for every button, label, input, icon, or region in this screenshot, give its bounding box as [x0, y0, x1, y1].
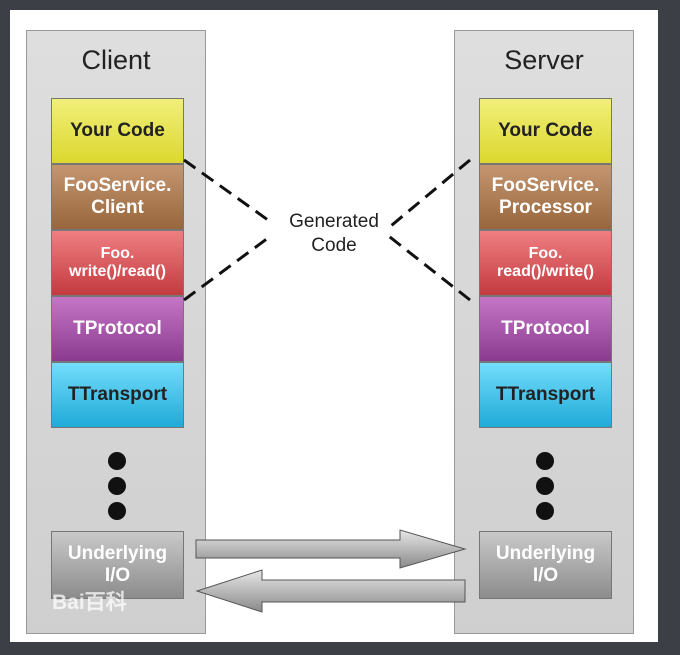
server-generated-dashed-line	[385, 232, 471, 302]
baidu-watermark: Bai百科	[52, 591, 127, 614]
server-transport-layer: TTransport	[479, 362, 612, 428]
client-transport-label: TTransport	[67, 384, 168, 406]
server-generated-dashed-line	[385, 158, 471, 232]
server-your-code-label: Your Code	[498, 120, 593, 142]
server-title: Server	[504, 45, 584, 75]
client-foo-label-2: write()/read()	[69, 263, 166, 280]
generated-code-line-2: Code	[311, 234, 357, 256]
ellipsis-dot	[108, 502, 126, 520]
client-protocol-label: TProtocol	[73, 318, 162, 340]
client-generated-dashed-line	[183, 236, 269, 302]
server-protocol-label: TProtocol	[501, 318, 590, 340]
server-foo-layer: Foo. read()/write()	[479, 230, 612, 296]
client-service-label-2: Client	[91, 197, 144, 218]
client-io-label-1: Underlying	[67, 543, 168, 565]
server-service-layer: FooService. Processor	[479, 164, 612, 230]
client-generated-dashed-line	[183, 158, 269, 222]
server-transport-label: TTransport	[495, 384, 596, 406]
client-service-layer: FooService. Client	[51, 164, 184, 230]
client-your-code-label: Your Code	[70, 120, 165, 142]
diagram-canvas: Client Your Code FooService. Client Foo.…	[10, 10, 658, 642]
server-your-code-layer: Your Code	[479, 98, 612, 164]
ellipsis-dot	[536, 477, 554, 495]
ellipsis-dot	[536, 502, 554, 520]
ellipsis-dot	[108, 452, 126, 470]
server-io-layer: Underlying I/O	[479, 531, 612, 599]
connector-layer	[183, 158, 471, 613]
client-title: Client	[81, 45, 151, 75]
client-io-label-2: I/O	[104, 565, 131, 586]
ellipsis-dot	[108, 477, 126, 495]
client-transport-layer: TTransport	[51, 362, 184, 428]
server-service-label-1: FooService.	[491, 175, 600, 197]
client-io-layer: Underlying I/O	[51, 531, 184, 599]
ellipsis-dot	[536, 452, 554, 470]
generated-code-line-1: Generated	[289, 211, 379, 232]
client-to-server-arrow	[195, 529, 467, 569]
server-foo-label-2: read()/write()	[497, 263, 594, 280]
client-your-code-layer: Your Code	[51, 98, 184, 164]
server-foo-label-1: Foo.	[528, 244, 563, 262]
client-service-label-1: FooService.	[63, 175, 172, 197]
client-foo-label-1: Foo.	[100, 244, 135, 262]
server-io-label-2: I/O	[532, 565, 559, 586]
server-protocol-layer: TProtocol	[479, 296, 612, 362]
client-column: Client Your Code FooService. Client Foo.…	[26, 30, 206, 634]
client-foo-layer: Foo. write()/read()	[51, 230, 184, 296]
client-protocol-layer: TProtocol	[51, 296, 184, 362]
server-to-client-arrow	[195, 569, 466, 613]
server-column: Server Your Code FooService. Processor F…	[454, 30, 634, 634]
generated-code-label: Generated Code	[270, 210, 398, 258]
server-service-label-2: Processor	[499, 197, 592, 218]
server-io-label-1: Underlying	[495, 543, 596, 565]
